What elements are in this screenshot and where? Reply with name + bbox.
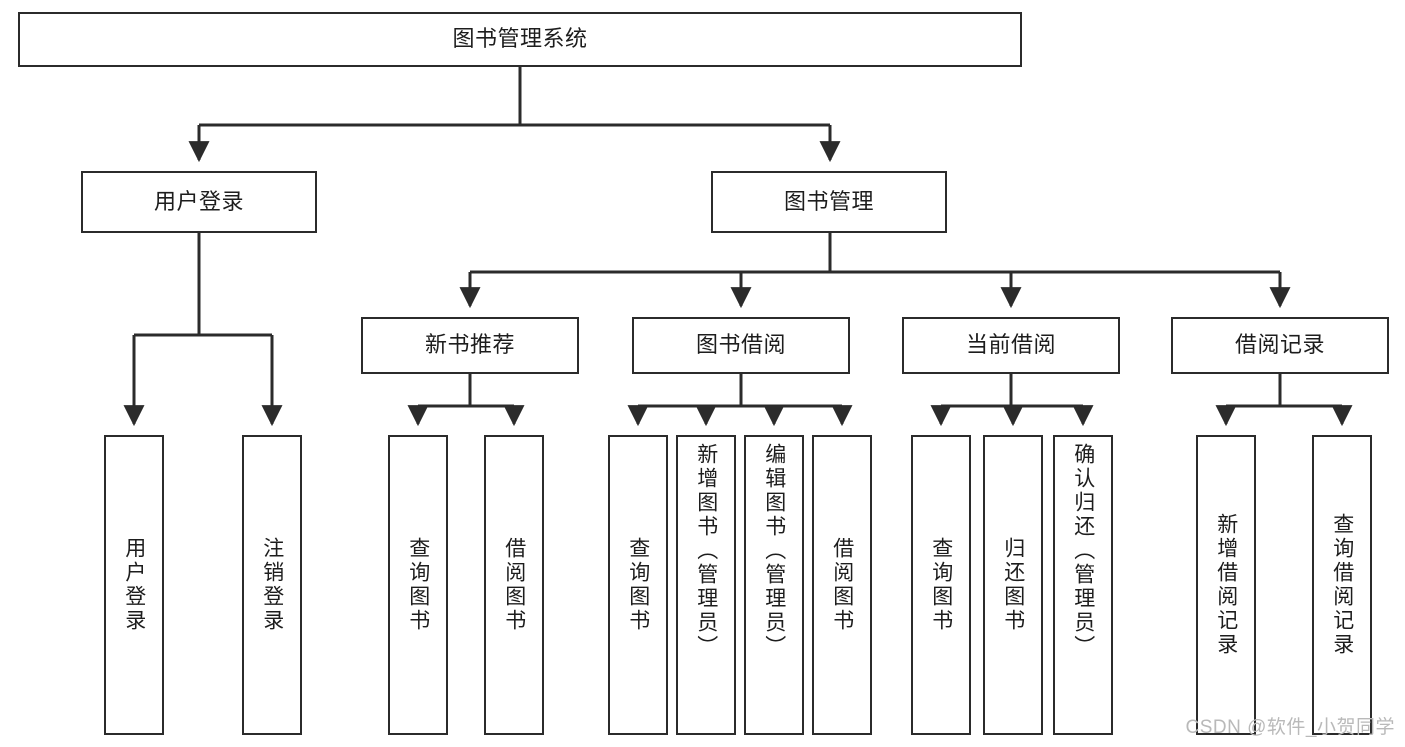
node-leaf-borrow-book-rec[interactable]: 借阅图书 (484, 435, 544, 735)
node-book-borrow[interactable]: 图书借阅 (632, 317, 850, 374)
node-borrow-record[interactable]: 借阅记录 (1171, 317, 1389, 374)
node-new-book-rec[interactable]: 新书推荐 (361, 317, 579, 374)
node-borrow-record-label: 借阅记录 (1234, 332, 1325, 358)
node-leaf-edit-book-label: 编辑图书（管理员） (762, 443, 786, 659)
node-leaf-query-book-rec-label: 查询图书 (406, 537, 430, 633)
watermark-text: CSDN @软件_小贺同学 (1185, 717, 1395, 738)
node-leaf-add-book[interactable]: 新增图书（管理员） (676, 435, 736, 735)
node-leaf-logout-label: 注销登录 (260, 537, 284, 633)
node-leaf-query-book-cur-label: 查询图书 (929, 537, 953, 633)
node-user-login[interactable]: 用户登录 (81, 171, 317, 233)
node-book-borrow-label: 图书借阅 (695, 332, 786, 358)
node-leaf-borrow-book[interactable]: 借阅图书 (812, 435, 872, 735)
node-root-label: 图书管理系统 (452, 26, 588, 52)
node-leaf-user-login[interactable]: 用户登录 (104, 435, 164, 735)
node-user-login-label: 用户登录 (153, 188, 244, 214)
node-leaf-query-book-borrow[interactable]: 查询图书 (608, 435, 668, 735)
node-leaf-add-record-label: 新增借阅记录 (1214, 513, 1238, 657)
node-leaf-user-login-label: 用户登录 (122, 537, 146, 633)
node-leaf-return-book[interactable]: 归还图书 (983, 435, 1043, 735)
node-leaf-query-book-borrow-label: 查询图书 (626, 537, 650, 633)
node-leaf-borrow-book-rec-label: 借阅图书 (502, 537, 526, 633)
node-current-borrow-label: 当前借阅 (965, 332, 1056, 358)
node-leaf-borrow-book-label: 借阅图书 (830, 537, 854, 633)
node-book-manage[interactable]: 图书管理 (711, 171, 947, 233)
node-current-borrow[interactable]: 当前借阅 (902, 317, 1120, 374)
node-leaf-confirm-return[interactable]: 确认归还（管理员） (1053, 435, 1113, 735)
node-leaf-edit-book[interactable]: 编辑图书（管理员） (744, 435, 804, 735)
node-leaf-confirm-return-label: 确认归还（管理员） (1071, 443, 1095, 659)
node-new-book-rec-label: 新书推荐 (424, 332, 515, 358)
node-leaf-query-book-rec[interactable]: 查询图书 (388, 435, 448, 735)
node-leaf-query-record[interactable]: 查询借阅记录 (1312, 435, 1372, 735)
node-leaf-return-book-label: 归还图书 (1001, 537, 1025, 633)
node-root[interactable]: 图书管理系统 (18, 12, 1022, 67)
node-leaf-add-record[interactable]: 新增借阅记录 (1196, 435, 1256, 735)
node-book-manage-label: 图书管理 (783, 188, 874, 214)
node-leaf-logout[interactable]: 注销登录 (242, 435, 302, 735)
node-leaf-query-record-label: 查询借阅记录 (1330, 513, 1354, 657)
node-leaf-query-book-cur[interactable]: 查询图书 (911, 435, 971, 735)
node-leaf-add-book-label: 新增图书（管理员） (694, 443, 718, 659)
